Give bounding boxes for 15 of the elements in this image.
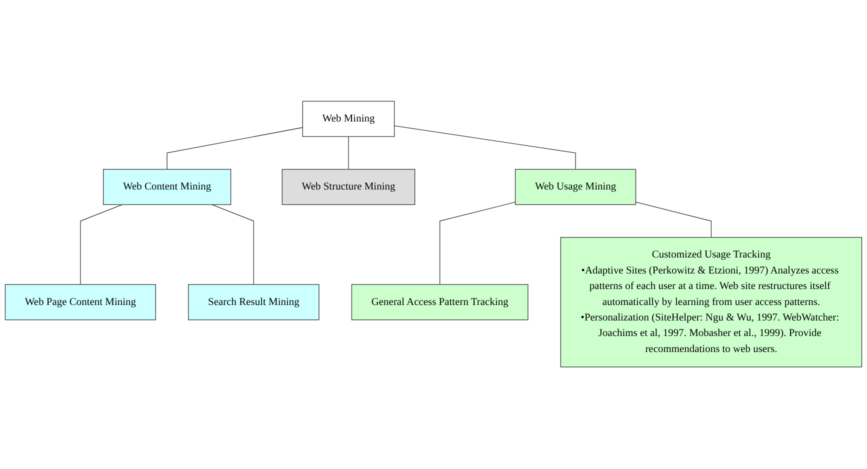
node-box: Web Page Content Mining xyxy=(4,284,156,321)
node-box: Web Content Mining xyxy=(103,169,232,206)
connector xyxy=(440,202,516,286)
node-box: Web Structure Mining xyxy=(282,169,416,206)
connector xyxy=(635,202,712,238)
connector xyxy=(394,126,576,170)
node-box: General Access Pattern Tracking xyxy=(351,284,528,321)
node-box: Customized Usage Tracking •Adaptive Sites (Perkowitz & Etzioni, 1997) Analyzes access patterns of each user at a time. Web site restructures itself automatically by learning from user access patterns. •Personalization (SiteHelper: Ngu & Wu, 1997. WebWatcher: Joachims et al, 1997. Mobasher et al., 1999). Provide recommendations to web users. xyxy=(560,237,862,368)
connector xyxy=(166,128,303,170)
connector xyxy=(348,136,349,170)
node-box: Search Result Mining xyxy=(188,284,320,321)
node-box: Web Usage Mining xyxy=(514,169,636,206)
node-box: Web Mining xyxy=(302,101,395,138)
connector xyxy=(80,204,122,286)
connector xyxy=(212,204,254,286)
